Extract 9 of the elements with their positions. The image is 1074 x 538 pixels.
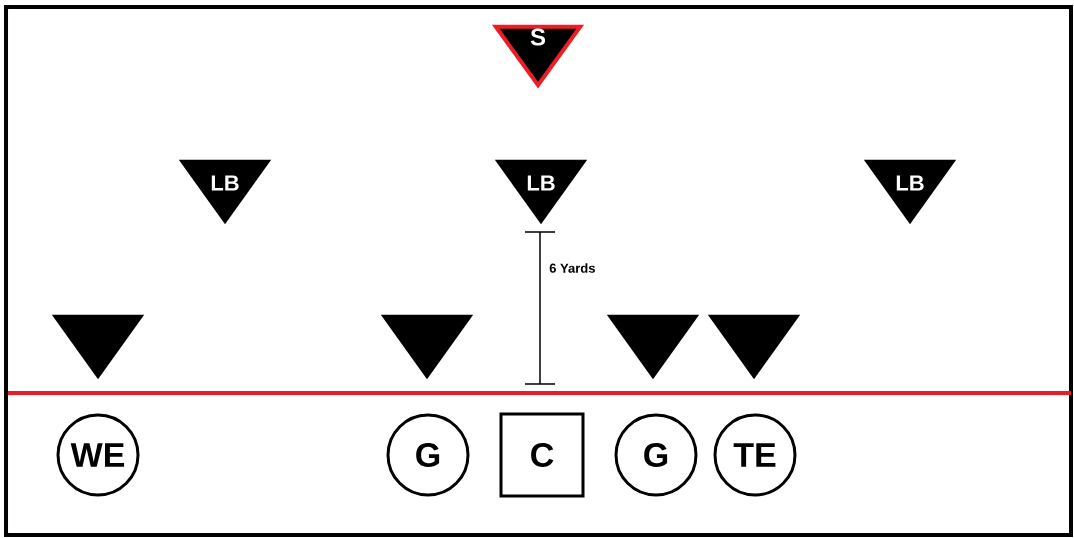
center-square: C	[499, 412, 585, 498]
defender-triangle	[51, 314, 145, 380]
linebacker-triangle: LB	[178, 159, 272, 225]
defender-triangle	[606, 314, 700, 380]
linebacker-triangle: LB	[863, 159, 957, 225]
defender-triangle	[707, 314, 801, 380]
defender-triangle	[380, 314, 474, 380]
linebacker-triangle: LB	[494, 159, 588, 225]
dimension-label: 6 Yards	[549, 263, 595, 273]
